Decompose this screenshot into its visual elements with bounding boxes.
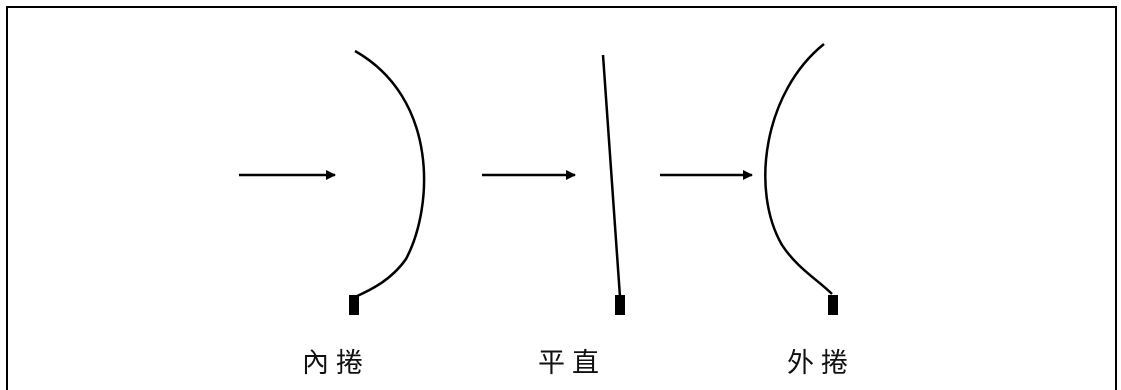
flat-base: [615, 295, 625, 315]
inward-curl-shape: [354, 49, 426, 299]
label-inward: 內捲: [302, 348, 370, 379]
label-outward: 外捲: [787, 348, 855, 379]
diagram-frame: [6, 6, 1117, 390]
label-flat: 平直: [538, 348, 606, 379]
inward-curl-base: [349, 295, 359, 315]
outward-curl-shape: [764, 43, 833, 295]
outward-curl-base: [828, 295, 838, 315]
flat-shape: [601, 54, 622, 298]
